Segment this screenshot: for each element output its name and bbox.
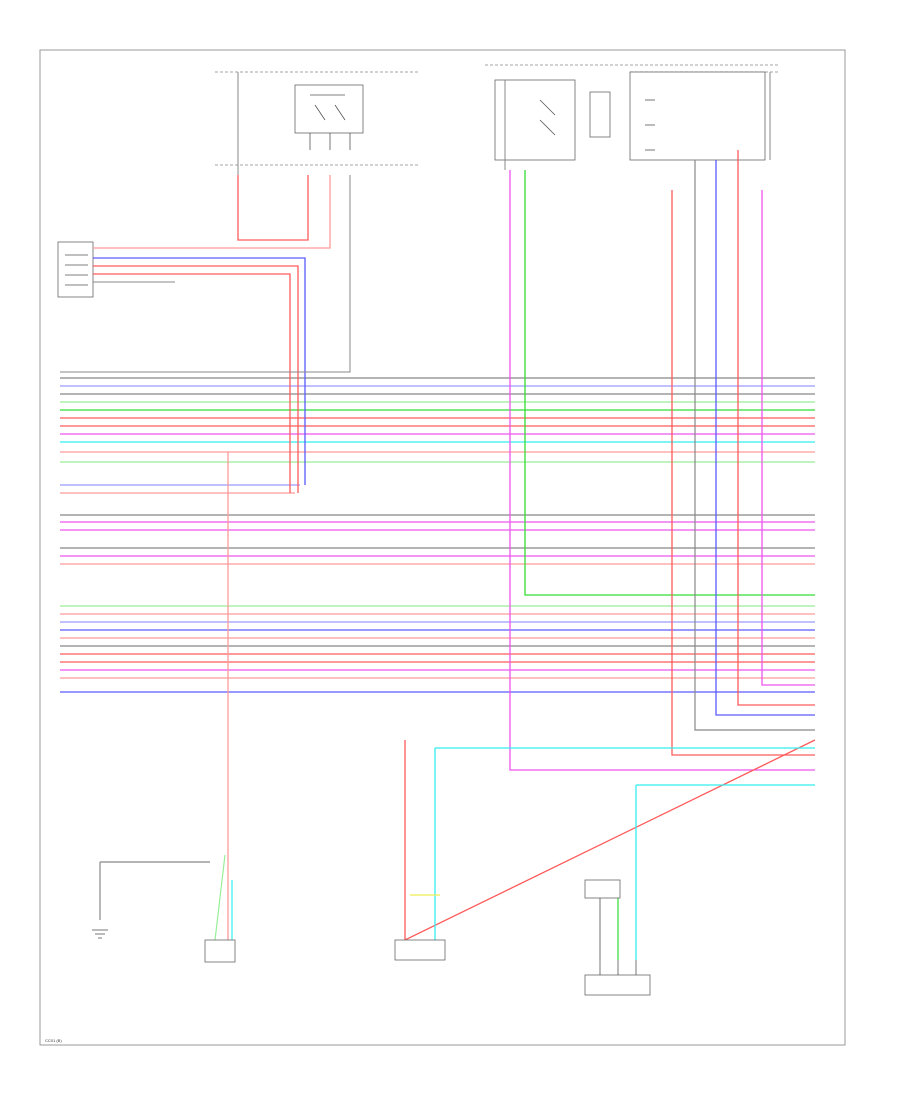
- wire-36: [237, 175, 309, 241]
- wire-32: [93, 257, 306, 485]
- switch-box: [494, 79, 611, 161]
- wire-42: [509, 170, 815, 771]
- wire-47: [737, 150, 815, 706]
- left-connector-block: [57, 241, 94, 298]
- diagram-frame: [39, 49, 846, 1046]
- wire-37: [60, 175, 351, 373]
- wire-31: [93, 175, 331, 249]
- relay-box: [294, 84, 364, 150]
- sensor-bottom-middle: [394, 939, 446, 961]
- control-unit-top-right: [629, 71, 766, 161]
- sensor-bottom-left: [204, 939, 236, 963]
- wire-34: [93, 273, 291, 493]
- wire-44: [671, 190, 815, 756]
- wire-33: [93, 265, 299, 493]
- wire-46: [715, 160, 815, 716]
- connector-bottom-right: [584, 879, 651, 996]
- footer-code: CC01 (B): [45, 1038, 62, 1043]
- wire-45: [694, 160, 815, 731]
- wires-layer: [60, 72, 816, 960]
- ground-symbol: [92, 861, 210, 939]
- wire-48: [761, 190, 815, 686]
- wire-40: [214, 854, 226, 941]
- wire-43: [524, 170, 815, 596]
